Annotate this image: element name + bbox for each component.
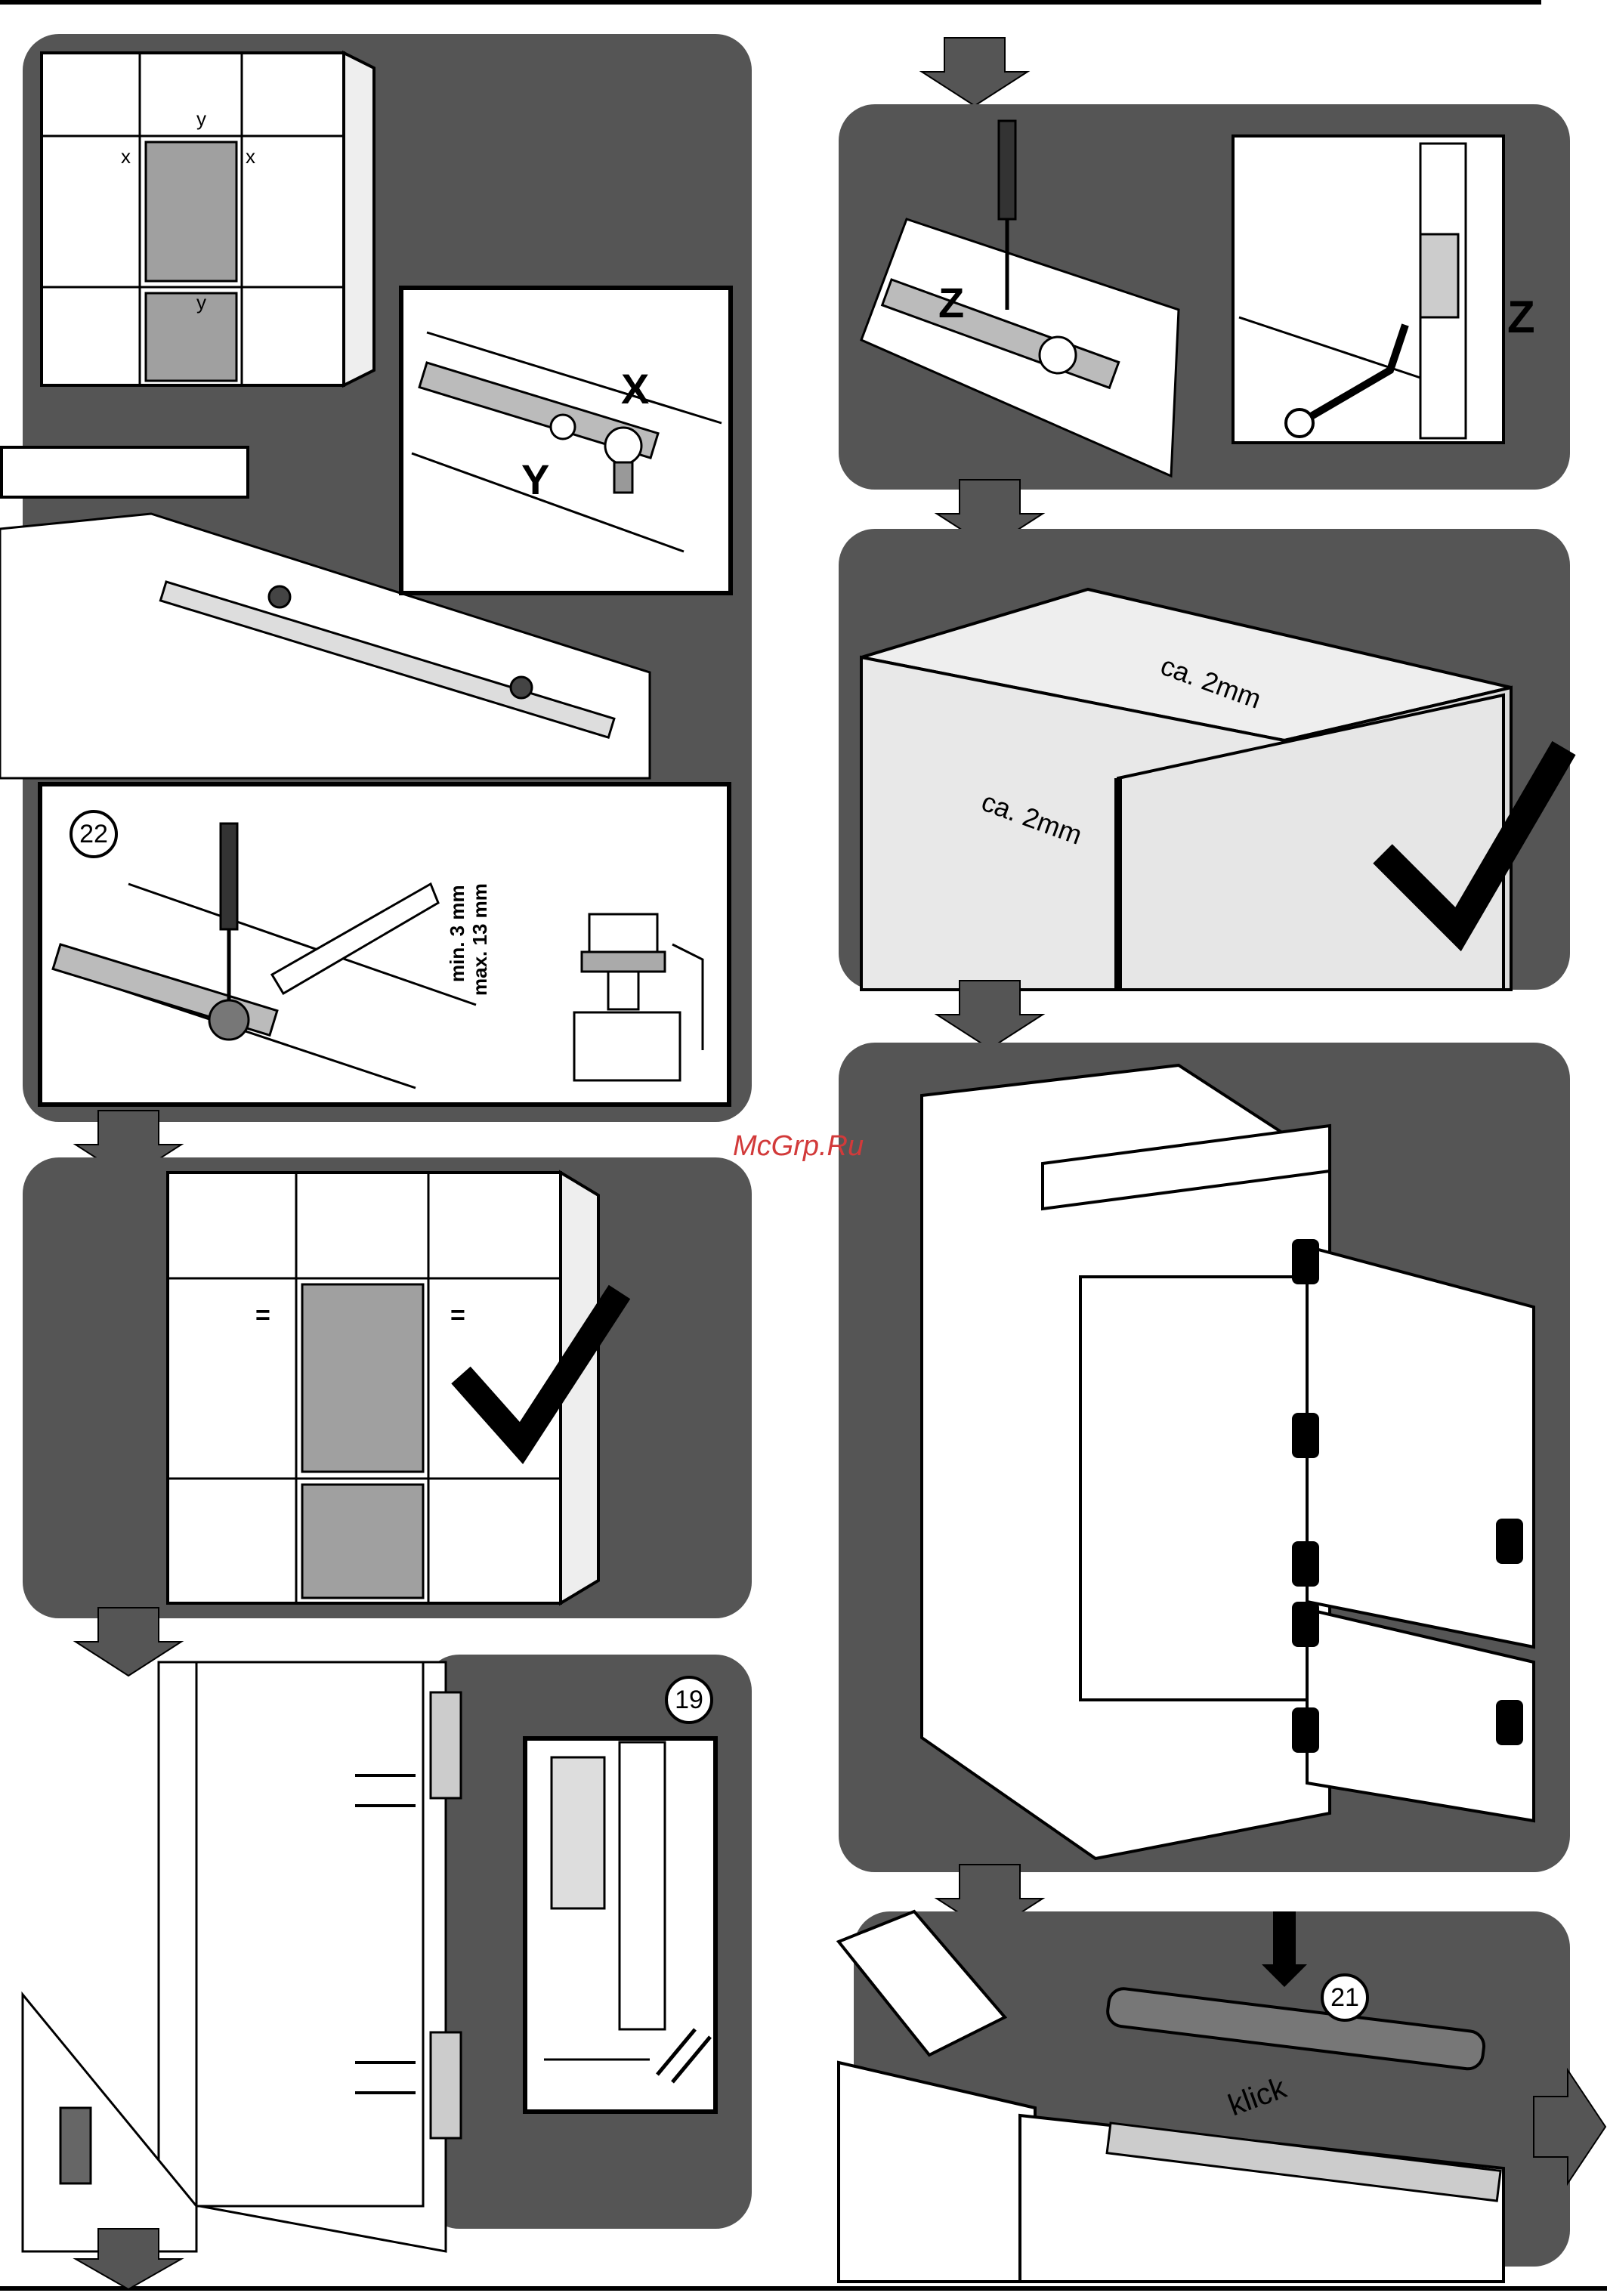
screwdriver-wrench-drawing (53, 793, 476, 1095)
watermark-text: McGrp.Ru (733, 1130, 864, 1163)
xy-bracket-drawing (412, 302, 722, 582)
big-x-label: X (621, 364, 649, 413)
equal-gap-left: = (255, 1301, 270, 1330)
gap-y-label-bottom: y (196, 291, 206, 314)
top-rule (0, 0, 1541, 5)
cabinet-grid-top (42, 53, 374, 385)
flow-arrow-right (1534, 2070, 1605, 2183)
worktop (0, 446, 249, 499)
flow-arrow-down-4 (922, 38, 1028, 106)
z-crank-drawing (1239, 144, 1503, 446)
z-label-left: Z (938, 278, 964, 327)
bottom-rule (0, 2286, 1607, 2291)
checkmark-icon (453, 1284, 627, 1458)
cover-strip-drawing (839, 1911, 1534, 2282)
min-depth-label: min. 3 mm (446, 831, 469, 982)
step-21-badge: 21 (1321, 1973, 1369, 2022)
z-adjust-screwdriver-drawing (861, 113, 1179, 476)
gap-x-label-right: x (246, 145, 255, 168)
screw-depth-detail (574, 899, 725, 1080)
gap-x-label-left: x (121, 145, 131, 168)
big-y-label: Y (521, 455, 549, 504)
flow-arrow-down-3 (76, 2229, 181, 2289)
parallel-marks-icon (529, 1742, 710, 2105)
z-label-right: Z (1507, 291, 1535, 343)
flow-arrow-down-6 (937, 981, 1043, 1049)
checkmark-icon-2 (1375, 740, 1571, 944)
door-hinge-screws-drawing (23, 1655, 506, 2251)
gap-y-label-top: y (196, 107, 206, 131)
built-in-appliance-drawing (907, 1058, 1541, 1859)
max-depth-label: max. 13 mm (468, 830, 492, 996)
step-19-badge: 19 (665, 1676, 713, 1724)
